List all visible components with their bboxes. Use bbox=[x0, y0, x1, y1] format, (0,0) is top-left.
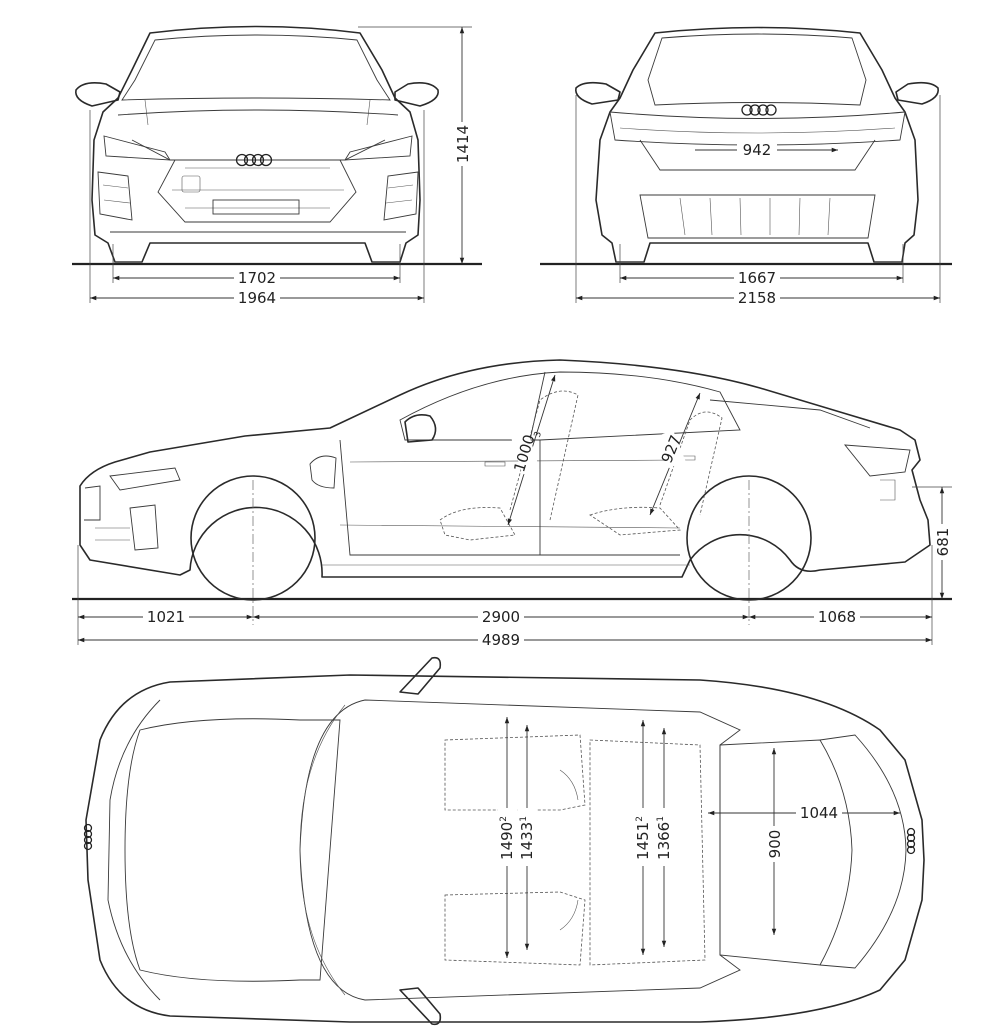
front-elbow-width-note: 2 bbox=[499, 816, 509, 822]
svg-text:14331: 14331 bbox=[518, 816, 536, 860]
side-view: 10003 927 681 1021 2900 1068 4989 bbox=[72, 359, 952, 649]
front-shoulder-width-note: 1 bbox=[519, 816, 529, 822]
wheelbase-label: 2900 bbox=[482, 608, 520, 626]
rear-track-width-label: 1667 bbox=[738, 269, 776, 287]
width-with-mirrors-label: 2158 bbox=[738, 289, 776, 307]
rear-shoulder-width-label: 1366 bbox=[655, 822, 673, 860]
audi-rings-logo-front bbox=[235, 153, 273, 167]
audi-rings-logo-top-rear bbox=[906, 827, 916, 855]
rear-tailgate-width-label: 942 bbox=[743, 141, 772, 159]
front-overall-width-label: 1964 bbox=[238, 289, 276, 307]
rear-shoulder-width-note: 1 bbox=[656, 816, 666, 822]
trunk-width-label: 900 bbox=[766, 830, 784, 859]
front-elbow-width-label: 1490 bbox=[498, 822, 516, 860]
overall-height-label: 1414 bbox=[454, 125, 472, 163]
rear-overhang-label: 1068 bbox=[818, 608, 856, 626]
audi-rings-logo-top-front bbox=[83, 823, 93, 851]
front-track-width-label: 1702 bbox=[238, 269, 276, 287]
top-view: 14902 14331 14512 13661 900 1044 bbox=[83, 656, 925, 1026]
rear-view: 942 1667 2158 bbox=[540, 26, 952, 307]
front-overhang-label: 1021 bbox=[147, 608, 185, 626]
svg-text:13661: 13661 bbox=[655, 816, 673, 860]
overall-length-label: 4989 bbox=[482, 631, 520, 649]
audi-rings-logo-rear bbox=[741, 104, 777, 116]
rear-elbow-width-note: 2 bbox=[635, 816, 645, 822]
front-view: 1702 1964 1414 bbox=[72, 25, 482, 307]
trunk-length-label: 1044 bbox=[800, 804, 838, 822]
svg-text:14902: 14902 bbox=[498, 816, 516, 860]
front-shoulder-width-label: 1433 bbox=[518, 822, 536, 860]
loading-sill-height-label: 681 bbox=[934, 528, 952, 557]
svg-text:14512: 14512 bbox=[634, 816, 652, 860]
rear-elbow-width-label: 1451 bbox=[634, 822, 652, 860]
front-headroom-note: 3 bbox=[533, 430, 544, 438]
